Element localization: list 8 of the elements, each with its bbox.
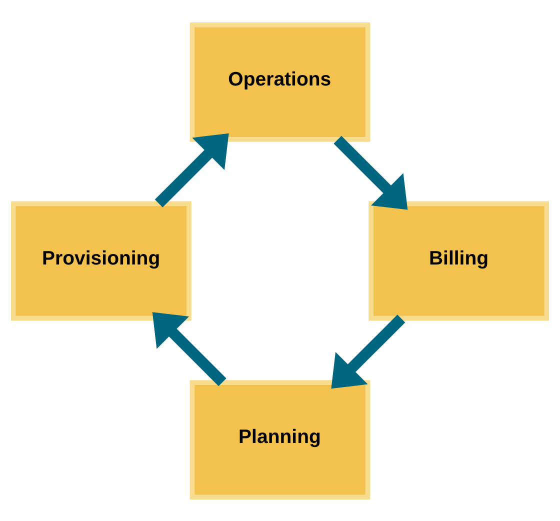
arrow (152, 312, 226, 386)
node-box: Planning (190, 380, 370, 500)
arrow (154, 132, 229, 207)
arrow (334, 135, 408, 210)
arrow (331, 314, 406, 388)
node-box: Provisioning (10, 200, 192, 320)
node-box: Operations (190, 22, 370, 142)
node-box: Billing (368, 200, 550, 320)
